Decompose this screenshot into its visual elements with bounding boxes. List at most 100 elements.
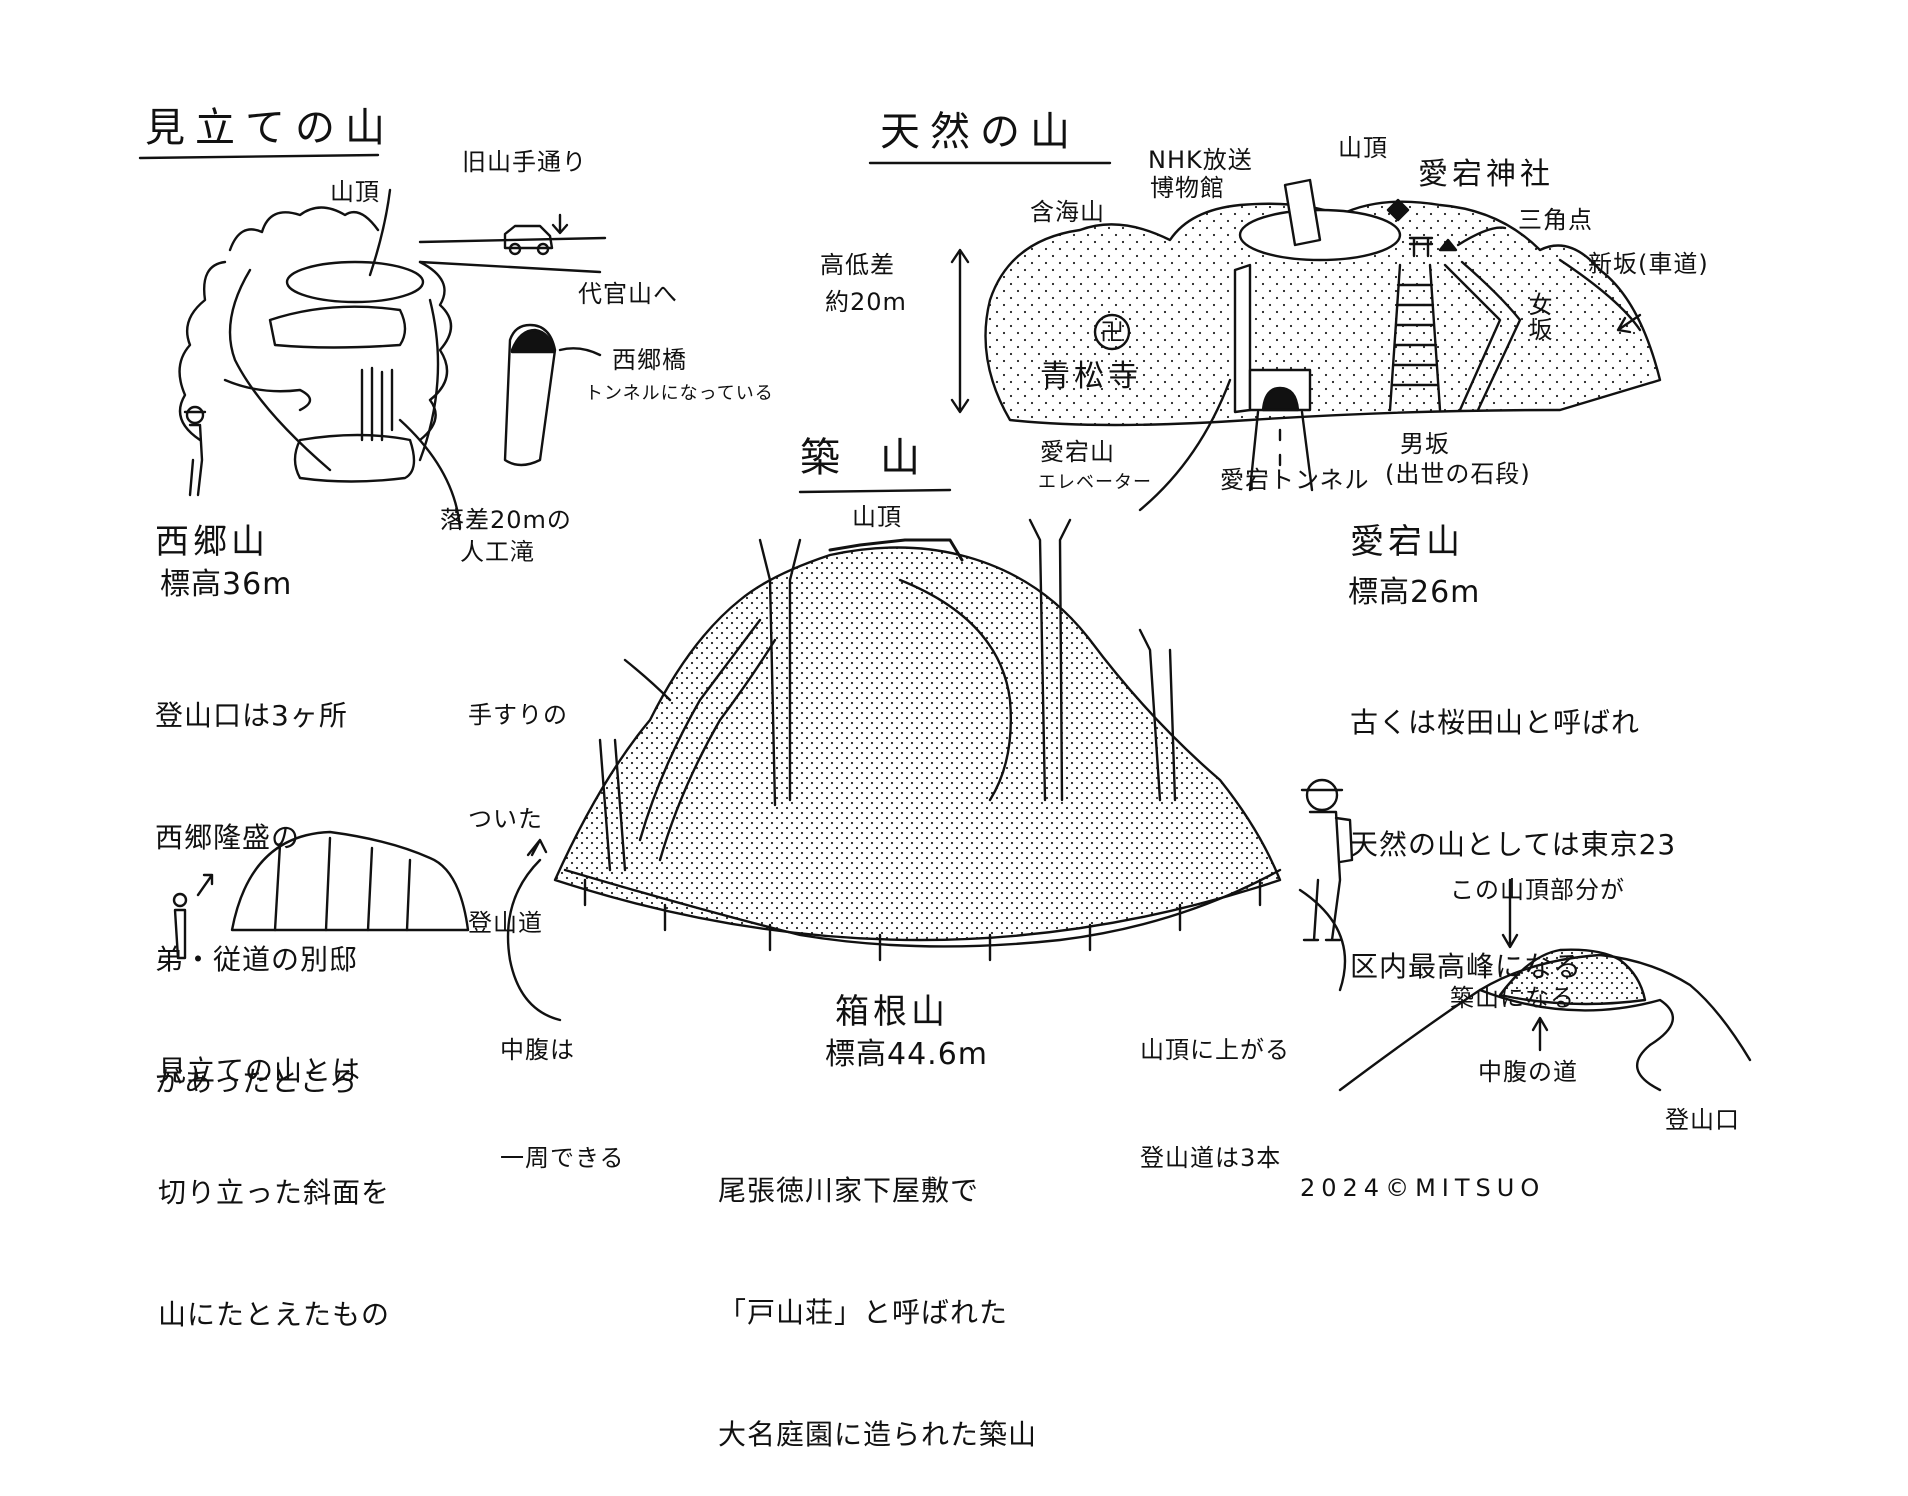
trails-label-line: 登山道は3本 <box>1140 1144 1282 1172</box>
handrail-pointer <box>623 658 672 702</box>
mitate-terrace-2 <box>268 305 407 349</box>
sankakuten-pointer <box>1456 226 1507 247</box>
inset-top-label-line: この山頂部分が <box>1450 876 1625 904</box>
fence-posts <box>583 878 1262 962</box>
mitate-terrace-3 <box>293 433 416 483</box>
road-label: 旧山手通り <box>462 148 587 176</box>
tsukiyama-heading: 築山 <box>800 435 960 481</box>
mitate-definition-hatch <box>273 836 412 932</box>
height-arrow <box>950 248 970 414</box>
atago-tunnel-road <box>1248 410 1314 492</box>
mitate-heading: 見立ての山 <box>145 105 395 151</box>
car-icon <box>503 224 554 256</box>
atagoyama-elevation: 標高26m <box>1348 575 1481 610</box>
hakoneyama-desc-line: 大名庭園に造られた築山 <box>718 1417 1038 1451</box>
chufuku-path <box>506 858 1347 1022</box>
mitate-definition-line: 山にたとえたもの <box>158 1297 391 1331</box>
mitate-definition-slope <box>230 830 470 932</box>
handrail-label-line: ついた <box>468 804 543 833</box>
hakoneyama-desc-line: 尾張徳川家下屋敷で <box>718 1174 980 1208</box>
onnazaka-label: 女坂 <box>1524 292 1552 342</box>
shinzaka-pointer <box>1616 313 1642 334</box>
hakoneyama-desc: 尾張徳川家下屋敷で 「戸山荘」と呼ばれた 大名庭園に造られた築山 <box>718 1090 1037 1496</box>
hiker-figure-large <box>1300 778 1354 942</box>
chufuku-arrow <box>526 838 548 857</box>
road-arrow <box>551 213 569 235</box>
saigoyama-elevation: 標高36m <box>160 567 293 602</box>
temple-mark-circle <box>1093 313 1131 351</box>
saigoyama-desc-line: 弟・従道の別邸 <box>155 942 359 976</box>
temple-mark: 卍 <box>1100 318 1125 346</box>
handrail-label-line: 手すりの <box>468 700 568 729</box>
mitate-path <box>223 378 312 412</box>
inset-top-label: この山頂部分が 築山になる <box>1450 800 1625 1052</box>
hakoneyama-name: 箱根山 <box>835 992 949 1032</box>
hakone-mound <box>553 546 1282 942</box>
road-line <box>418 236 607 244</box>
nhk-museum-building <box>1283 178 1322 247</box>
nhk-label-1: NHK放送 <box>1148 146 1253 174</box>
sketch-drawing <box>138 153 1752 1092</box>
fukumi-label: 含海山 <box>1030 198 1105 226</box>
shinzaka-label: 新坂(車道) <box>1588 250 1709 278</box>
torii-icon <box>1408 236 1434 258</box>
mound-fence <box>563 868 1282 948</box>
shrine-marker-icon <box>1386 198 1410 222</box>
saigoyama-desc-line: 西郷隆盛の <box>155 820 301 854</box>
nhk-label-2: 博物館 <box>1150 174 1225 202</box>
hakoneyama-elevation: 標高44.6m <box>825 1037 989 1072</box>
inset-path-arrow <box>1531 1016 1549 1052</box>
summit-terrace <box>285 260 425 304</box>
mitate-tree-canopy <box>178 206 453 442</box>
atago-hill-outline <box>984 200 1662 427</box>
mitate-heading-underline <box>138 153 380 160</box>
inset-top-label-line: 築山になる <box>1450 984 1575 1012</box>
tunnel-mouth <box>510 328 556 354</box>
mitate-definition-line: 見立ての山とは <box>158 1054 362 1088</box>
saigoyama-desc-line: があったところ <box>155 1064 359 1098</box>
tree-4 <box>598 738 627 872</box>
elevator-label-2: エレベーター <box>1038 472 1152 493</box>
elevator-tower <box>1233 263 1252 414</box>
road-to-daikanyama <box>418 260 602 274</box>
waterfall-label-2: 人工滝 <box>460 538 535 566</box>
tunnel-label: トンネルになっている <box>585 383 774 404</box>
trails-label-line: 山頂に上がる <box>1140 1036 1290 1064</box>
saigo-bridge-tunnel <box>503 323 557 467</box>
atagoyama-desc-line: 古くは桜田山と呼ばれ <box>1350 706 1641 740</box>
tennen-heading: 天然の山 <box>880 109 1080 155</box>
chufuku-label: 中腹は 一周できる <box>500 960 625 1212</box>
inset-path-label: 中腹の道 <box>1478 1058 1578 1086</box>
otokozaka-label-2: (出世の石段) <box>1385 460 1531 488</box>
mitate-slope-outline <box>228 268 440 472</box>
shrine-label: 愛宕神社 <box>1418 157 1554 192</box>
hakone-summit-label: 山頂 <box>852 503 902 531</box>
otokozaka-label-1: 男坂 <box>1400 430 1450 458</box>
atago-tunnel-mouth <box>1261 386 1300 412</box>
definition-arrow <box>196 873 214 897</box>
tree-3 <box>1138 628 1177 802</box>
saigoyama-desc-line: 登山口は3ヶ所 <box>155 699 348 733</box>
elevator-pointer <box>1138 378 1232 512</box>
inset-arrow-top <box>1501 878 1519 949</box>
inset-summit-mound <box>1498 948 1647 1006</box>
atago-summit-label: 山頂 <box>1338 134 1388 162</box>
onnazaka-path <box>1443 260 1522 412</box>
handrail-trail <box>638 618 777 862</box>
sankakuten-icon <box>1438 238 1458 252</box>
saigo-bridge-label: 西郷橋 <box>612 346 687 374</box>
hakoneyama-desc-line: 「戸山荘」と呼ばれた <box>718 1295 1009 1329</box>
atagoyama-name: 愛宕山 <box>1350 522 1464 562</box>
trails-label: 山頂に上がる 登山道は3本 <box>1140 960 1290 1212</box>
inset-chufuku-path <box>1478 988 1675 1047</box>
chufuku-label-line: 一周できる <box>500 1144 625 1172</box>
waterfall-label-1: 落差20mの <box>440 506 572 534</box>
credit-label: 2024©MITSUO <box>1300 1174 1546 1202</box>
saigoyama-name: 西郷山 <box>155 522 269 562</box>
saigoyama-desc: 登山口は3ヶ所 西郷隆盛の 弟・従道の別邸 があったところ <box>155 615 358 1143</box>
sankakuten-label: 三角点 <box>1518 206 1593 234</box>
atagoyama-desc: 古くは桜田山と呼ばれ 天然の山としては東京23 区内最高峰になる <box>1350 622 1676 1028</box>
chufuku-label-line: 中腹は <box>500 1036 575 1064</box>
bridge-pointer <box>558 347 602 357</box>
elevator-label-1: 愛宕山 <box>1040 438 1115 466</box>
